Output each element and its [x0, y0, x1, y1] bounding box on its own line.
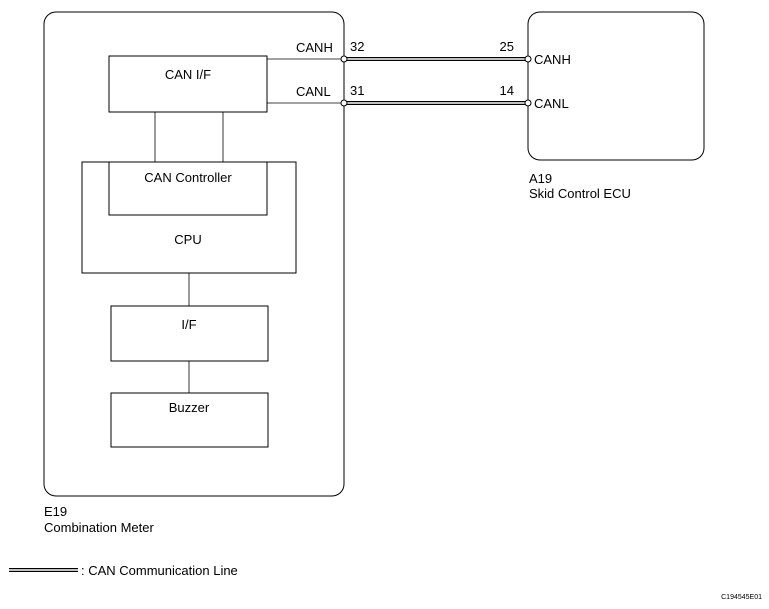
- can-controller-block: [108, 161, 268, 216]
- right-canh-pin: 25: [500, 39, 514, 54]
- terminal-25: [524, 55, 532, 63]
- skid-control-ecu-outline: [527, 11, 705, 161]
- legend-text: : CAN Communication Line: [81, 563, 238, 578]
- can-if-block: [108, 55, 268, 113]
- right-canl-label: CANL: [534, 96, 569, 111]
- cpu-label: CPU: [174, 232, 201, 247]
- terminal-32: [340, 55, 348, 63]
- buzzer-label: Buzzer: [169, 400, 210, 415]
- can-controller-label: CAN Controller: [144, 170, 232, 185]
- left-canh-label: CANH: [296, 40, 333, 55]
- combination-meter-code: E19: [44, 504, 67, 519]
- left-canh-pin: 32: [350, 39, 364, 54]
- right-canh-label: CANH: [534, 52, 571, 67]
- skid-control-ecu-code: A19: [529, 171, 552, 186]
- right-canl-pin: 14: [500, 83, 514, 98]
- if-block: [110, 305, 269, 362]
- terminal-31: [340, 99, 348, 107]
- if-label: I/F: [181, 317, 196, 332]
- skid-control-ecu-name: Skid Control ECU: [529, 186, 631, 201]
- combination-meter-name: Combination Meter: [44, 520, 154, 535]
- left-canl-pin: 31: [350, 83, 364, 98]
- left-canl-label: CANL: [296, 84, 331, 99]
- can-if-label: CAN I/F: [165, 67, 211, 82]
- figure-id: C194545E01: [721, 594, 762, 601]
- terminal-14: [524, 99, 532, 107]
- buzzer-block: [110, 392, 269, 448]
- legend: : CAN Communication Line: [9, 563, 238, 578]
